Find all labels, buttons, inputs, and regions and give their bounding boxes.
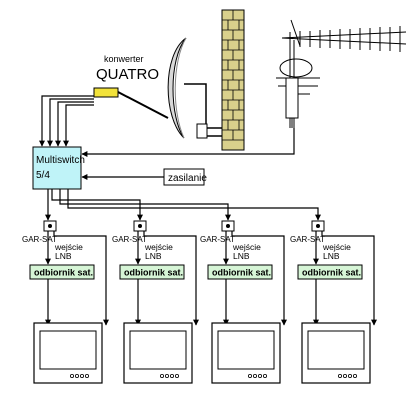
lnb-converter xyxy=(93,87,119,98)
multiswitch-outputs xyxy=(45,189,321,221)
input-label: wejście xyxy=(144,242,173,252)
multiswitch xyxy=(32,146,82,190)
tv-rf-cable xyxy=(53,231,109,326)
splitter-label: GAR-SAT xyxy=(200,235,235,244)
splitter-label: GAR-SAT xyxy=(112,235,147,244)
input-label-lnb: LNB xyxy=(145,251,162,261)
receiver-label: odbiornik sat. xyxy=(124,268,183,278)
input-label-lnb: LNB xyxy=(233,251,250,261)
splitter-port-icon xyxy=(48,224,52,228)
terrestrial-antenna xyxy=(276,19,407,128)
splitter-port-icon xyxy=(226,224,230,228)
satellite-receiver xyxy=(297,264,363,280)
multiswitch-output-cable xyxy=(59,189,231,221)
tv-buttons-icon xyxy=(337,373,357,378)
receiver-label: odbiornik sat. xyxy=(34,268,93,278)
receiver-label: odbiornik sat. xyxy=(212,268,271,278)
brick-wall xyxy=(221,9,245,151)
lnb-cables xyxy=(39,95,94,147)
splitter-label: GAR-SAT xyxy=(22,235,57,244)
satellite-receiver xyxy=(119,264,185,280)
input-label: wejście xyxy=(322,242,351,252)
converter-caption: konwerter xyxy=(104,54,144,64)
input-label: wejście xyxy=(232,242,261,252)
tv-rf-cable xyxy=(143,231,199,326)
tv-screen xyxy=(217,330,275,370)
tv-buttons-icon xyxy=(247,373,267,378)
antenna-cable xyxy=(81,128,295,157)
tv-buttons-icon xyxy=(70,373,90,378)
multiswitch-output-cable xyxy=(51,189,143,221)
multiswitch-output-cable xyxy=(67,189,321,221)
multiswitch-model: 5/4 xyxy=(36,170,50,181)
tv-buttons-icon xyxy=(159,373,179,378)
tv-rf-cable xyxy=(321,231,377,326)
splitter-port-icon xyxy=(316,224,320,228)
multiswitch-name: Multiswitch xyxy=(36,155,85,166)
receiver-label: odbiornik sat. xyxy=(302,268,361,278)
satellite-dish xyxy=(117,37,222,139)
tv-screen xyxy=(39,330,97,370)
satellite-receiver xyxy=(29,264,95,280)
converter-name: QUATRO xyxy=(96,66,159,83)
input-label-lnb: LNB xyxy=(55,251,72,261)
splitter-port-icon xyxy=(138,224,142,228)
input-label: wejście xyxy=(54,242,83,252)
satellite-receiver xyxy=(207,264,273,280)
tv-screen xyxy=(129,330,187,370)
power-label: zasilanie xyxy=(168,173,207,184)
tv-rf-cable xyxy=(231,231,287,326)
input-label-lnb: LNB xyxy=(323,251,340,261)
splitter-label: GAR-SAT xyxy=(290,235,325,244)
tv-screen xyxy=(307,330,365,370)
